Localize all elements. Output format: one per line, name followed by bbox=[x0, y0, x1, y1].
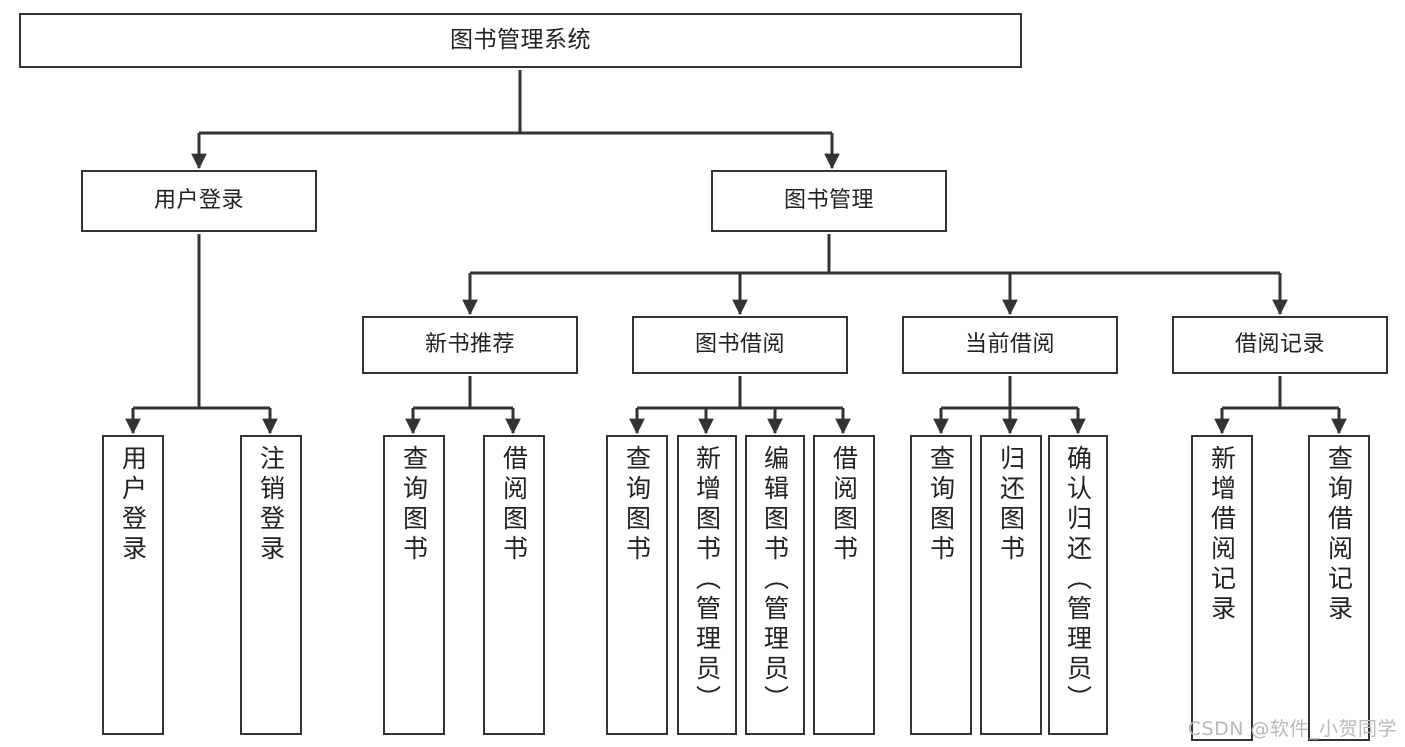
node-label: 归还图书 bbox=[996, 445, 1026, 565]
node-label: 用户登录 bbox=[153, 188, 244, 214]
node-label: 新书推荐 bbox=[424, 332, 515, 358]
leaf-query-book-current[interactable]: 查询图书 bbox=[910, 435, 972, 735]
leaf-add-book-admin[interactable]: 新增图书（管理员） bbox=[677, 435, 737, 735]
leaf-borrow-book-new[interactable]: 借阅图书 bbox=[483, 435, 545, 735]
node-label: 借阅记录 bbox=[1234, 332, 1325, 358]
node-label: 查询图书 bbox=[926, 445, 956, 565]
node-label: 图书管理系统 bbox=[450, 26, 591, 53]
node-label: 编辑图书（管理员） bbox=[760, 445, 790, 715]
node-label: 当前借阅 bbox=[964, 332, 1055, 358]
leaf-query-book-new[interactable]: 查询图书 bbox=[383, 435, 445, 735]
node-label: 图书管理 bbox=[783, 188, 874, 214]
node-borrow-record[interactable]: 借阅记录 bbox=[1172, 316, 1388, 374]
node-label: 确认归还（管理员） bbox=[1063, 445, 1093, 715]
leaf-return-book[interactable]: 归还图书 bbox=[980, 435, 1042, 735]
node-label: 借阅图书 bbox=[499, 445, 529, 565]
leaf-add-borrow-record[interactable]: 新增借阅记录 bbox=[1191, 435, 1253, 741]
node-label: 新增图书（管理员） bbox=[692, 445, 722, 715]
node-book-borrow[interactable]: 图书借阅 bbox=[632, 316, 848, 374]
leaf-user-logout[interactable]: 注销登录 bbox=[240, 435, 302, 735]
node-label: 查询图书 bbox=[622, 445, 652, 565]
node-root-book-management-system[interactable]: 图书管理系统 bbox=[19, 13, 1022, 68]
leaf-query-borrow-record[interactable]: 查询借阅记录 bbox=[1308, 435, 1370, 741]
node-label: 查询借阅记录 bbox=[1324, 445, 1354, 625]
node-label: 借阅图书 bbox=[829, 445, 859, 565]
node-label: 注销登录 bbox=[256, 445, 286, 565]
csdn-watermark: CSDN @软件_小贺同学 bbox=[1187, 718, 1397, 740]
node-label: 新增借阅记录 bbox=[1207, 445, 1237, 625]
node-label: 查询图书 bbox=[399, 445, 429, 565]
leaf-borrow-book[interactable]: 借阅图书 bbox=[813, 435, 875, 735]
leaf-confirm-return-admin[interactable]: 确认归还（管理员） bbox=[1048, 435, 1108, 735]
node-book-management[interactable]: 图书管理 bbox=[711, 170, 947, 232]
leaf-user-login[interactable]: 用户登录 bbox=[102, 435, 164, 735]
node-user-login[interactable]: 用户登录 bbox=[81, 170, 317, 232]
leaf-query-book-borrow[interactable]: 查询图书 bbox=[606, 435, 668, 735]
node-label: 用户登录 bbox=[118, 445, 148, 565]
node-current-borrow[interactable]: 当前借阅 bbox=[902, 316, 1118, 374]
leaf-edit-book-admin[interactable]: 编辑图书（管理员） bbox=[745, 435, 805, 735]
node-new-book-recommend[interactable]: 新书推荐 bbox=[362, 316, 578, 374]
node-label: 图书借阅 bbox=[694, 332, 785, 358]
